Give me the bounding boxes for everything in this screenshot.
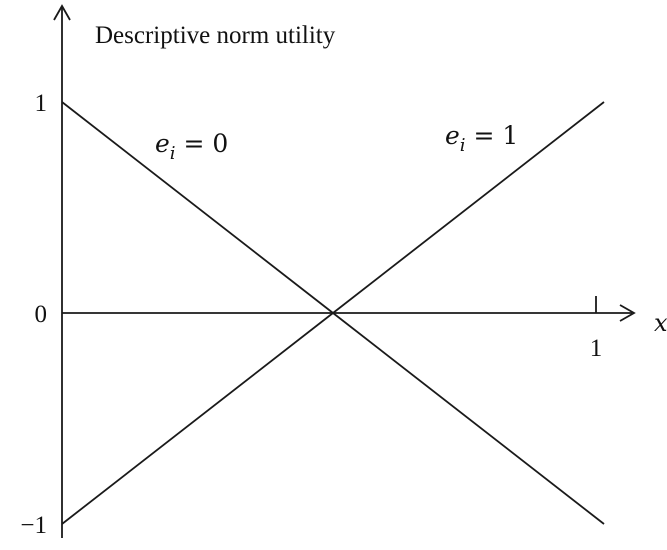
y-tick-label-1: −1 [20, 512, 47, 539]
y-tick-label-0: 0 [35, 301, 48, 328]
x-tick-label-1: 1 [590, 335, 603, 362]
ticks: 1 0 −1 1 [20, 90, 602, 539]
series-label-e-i-0: ei = 0 [155, 129, 228, 164]
x-axis-arrowhead [619, 304, 636, 322]
series-labels: ei = 0 ei = 1 [155, 121, 518, 164]
axes [53, 4, 636, 538]
y-tick-label-1: 1 [35, 90, 48, 117]
series-line-e-i-1 [61, 101, 605, 525]
x-axis-label: x [654, 309, 667, 337]
series-label-e-i-1: ei = 1 [445, 121, 518, 156]
series-lines [61, 101, 605, 525]
y-axis-arrowhead [53, 4, 71, 21]
y-axis-label: Descriptive norm utility [95, 22, 336, 49]
